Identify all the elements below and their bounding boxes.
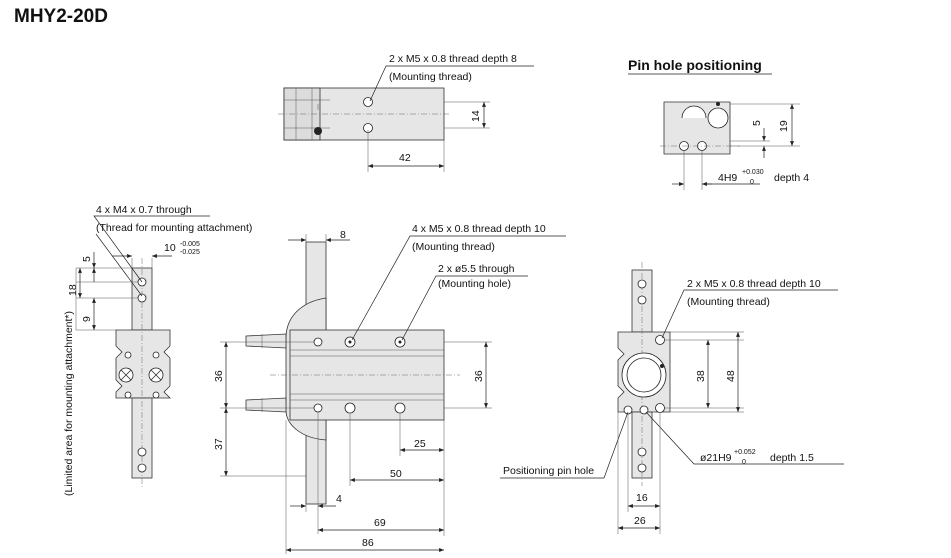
left-body	[115, 329, 171, 399]
limited-area-label: (Limited area for mounting attachment*)	[63, 311, 75, 496]
center-through-label: 2 x ø5.5 through	[438, 263, 515, 275]
center-thread-note: (Mounting thread)	[412, 241, 495, 253]
right-dim-48: 48	[725, 370, 737, 382]
center-through-note: (Mounting hole)	[438, 278, 511, 290]
center-fitting-2	[245, 397, 287, 413]
right-bore-suffix: depth 1.5	[770, 452, 814, 464]
right-thread-note: (Mounting thread)	[687, 296, 770, 308]
center-dim-86: 86	[362, 537, 374, 549]
pin-tol-lower: 0	[750, 179, 754, 186]
center-dim-8: 8	[340, 229, 346, 241]
right-thread-hole-1	[655, 335, 665, 345]
model-title: MHY2-20D	[14, 6, 108, 27]
pin-hole-positioning: Pin hole positioning 5 19 4H9 +0.030 0 d…	[628, 57, 809, 190]
pin-dim-19: 19	[778, 120, 790, 132]
top-view: 2 x M5 x 0.8 thread depth 8 (Mounting th…	[278, 53, 534, 172]
left-dim-9: 9	[81, 316, 93, 322]
pin-hole-heading: Pin hole positioning	[628, 57, 762, 73]
pin-tol-label: 4H9	[718, 172, 737, 184]
center-hole-4	[394, 402, 406, 414]
right-view: 2 x M5 x 0.8 thread depth 10 (Mounting t…	[500, 262, 844, 534]
left-thread-label: 4 x M4 x 0.7 through	[96, 204, 192, 216]
right-dim-38: 38	[695, 370, 707, 382]
pin-tol-suffix: depth 4	[774, 172, 809, 184]
right-dim-16: 16	[636, 492, 648, 504]
top-dim-14: 14	[470, 110, 482, 122]
left-tol-upper: -0.005	[180, 241, 200, 248]
center-fitting-1	[245, 333, 287, 349]
center-hole-3	[344, 402, 356, 414]
left-thread-note: (Thread for mounting attachment)	[96, 222, 252, 234]
right-thread-hole-2	[655, 403, 665, 413]
left-dim-10: 10	[164, 242, 176, 254]
center-view: 4 x M5 x 0.8 thread depth 10 (Mounting t…	[213, 223, 566, 554]
right-bore-inner	[626, 357, 662, 393]
center-dim-25: 25	[414, 438, 426, 450]
pin-tol-upper: +0.030	[742, 169, 764, 176]
top-thread-note: (Mounting thread)	[389, 71, 472, 83]
left-dim-5: 5	[81, 256, 93, 262]
pin-dim-5: 5	[751, 120, 763, 126]
left-tol-lower: -0.025	[180, 249, 200, 256]
center-dim-37: 37	[213, 438, 225, 450]
center-dim-69: 69	[374, 517, 386, 529]
left-view: 4 x M4 x 0.7 through (Thread for mountin…	[63, 204, 252, 496]
right-dim-26: 26	[634, 515, 646, 527]
center-dim-50: 50	[390, 468, 402, 480]
center-dim-36-left: 36	[213, 370, 225, 382]
center-thread-label: 4 x M5 x 0.8 thread depth 10	[412, 223, 546, 235]
center-dim-36-right: 36	[473, 370, 485, 382]
top-thread-label: 2 x M5 x 0.8 thread depth 8	[389, 53, 517, 65]
right-bore-label: ø21H9	[700, 452, 732, 464]
top-dim-42: 42	[399, 152, 411, 164]
center-dim-4: 4	[336, 493, 342, 505]
right-tol-lower: 0	[742, 459, 746, 466]
right-thread-label: 2 x M5 x 0.8 thread depth 10	[687, 278, 821, 290]
left-dim-18: 18	[67, 284, 79, 296]
pin-hole-bore	[707, 107, 729, 129]
positioning-pin-hole-label: Positioning pin hole	[503, 465, 594, 477]
right-tol-upper: +0.052	[734, 449, 756, 456]
